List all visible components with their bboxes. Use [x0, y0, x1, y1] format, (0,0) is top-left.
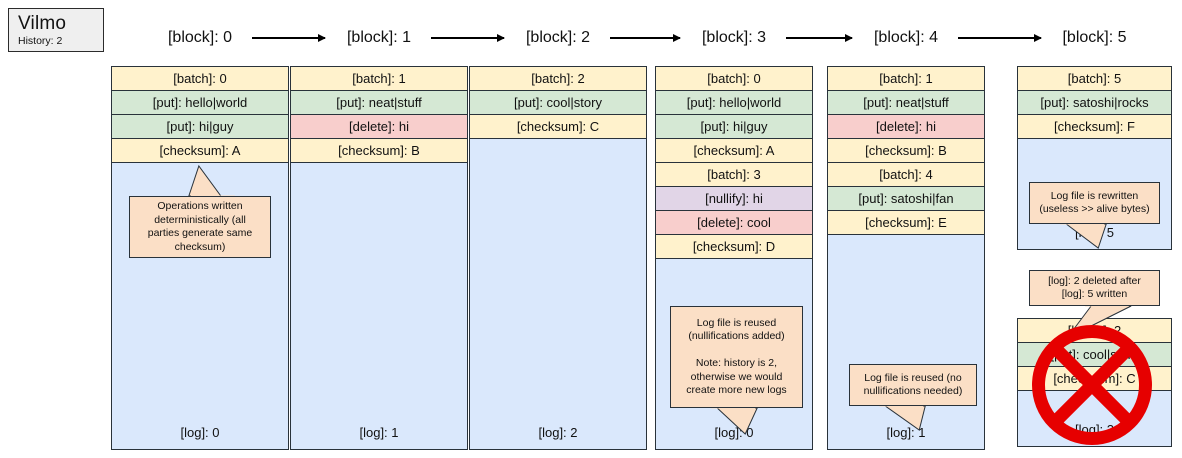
block-0-row-batch-0: [batch]: 0 — [112, 67, 288, 91]
block-3-row-checksum-3: [checksum]: A — [656, 139, 812, 163]
callout-block-5-text: Log file is rewritten (useless >> alive … — [1039, 189, 1150, 216]
block-4-row-checksum-6: [checksum]: E — [828, 211, 984, 235]
callout-deleted-block-text: [log]: 2 deleted after [log]: 5 written — [1048, 274, 1141, 301]
arrow-block-2-to-3 — [610, 33, 681, 42]
callout-block-4: Log file is reused (no nullifications ne… — [849, 364, 977, 406]
block-1-row-delete-2: [delete]: hi — [291, 115, 467, 139]
arrow-block-4-to-5 — [958, 33, 1041, 42]
block-5-row-batch-0: [batch]: 5 — [1018, 67, 1171, 91]
block-header-1: [block]: 1 — [346, 29, 412, 46]
block-header-2: [block]: 2 — [525, 29, 591, 46]
block-header-4: [block]: 4 — [873, 29, 939, 46]
block-4-row-delete-2: [delete]: hi — [828, 115, 984, 139]
block-3-row-batch-0: [batch]: 0 — [656, 67, 812, 91]
block-3-row-nullify-5: [nullify]: hi — [656, 187, 812, 211]
block-1-log-label: [log]: 1 — [359, 425, 399, 440]
block-1-row-checksum-3: [checksum]: B — [291, 139, 467, 163]
block-3-row-batch-4: [batch]: 3 — [656, 163, 812, 187]
block-1-row-batch-0: [batch]: 1 — [291, 67, 467, 91]
deleted-block-row-checksum-2: [checksum]: C — [1018, 367, 1171, 391]
callout-block-0-text: Operations written deterministically (al… — [147, 200, 253, 253]
block-3-row-put-2: [put]: hi|guy — [656, 115, 812, 139]
block-4-row-batch-4: [batch]: 4 — [828, 163, 984, 187]
block-header-5: [block]: 5 — [1062, 29, 1127, 46]
arrow-block-0-to-1 — [252, 33, 326, 42]
legend-box: Vilmo History: 2 — [8, 8, 104, 52]
block-5-row-put-1: [put]: satoshi|rocks — [1018, 91, 1171, 115]
deleted-block-log-label: [log]: 2 — [1074, 422, 1115, 437]
block-0-row-put-1: [put]: hello|world — [112, 91, 288, 115]
block-4-row-put-1: [put]: neat|stuff — [828, 91, 984, 115]
arrow-block-3-to-4 — [786, 33, 853, 42]
block-1: [batch]: 1[put]: neat|stuff[delete]: hi[… — [290, 66, 468, 450]
block-0-row-put-2: [put]: hi|guy — [112, 115, 288, 139]
block-2-row-put-1: [put]: cool|story — [470, 91, 646, 115]
block-3-row-put-1: [put]: hello|world — [656, 91, 812, 115]
block-1-row-put-1: [put]: neat|stuff — [291, 91, 467, 115]
block-5-row-checksum-2: [checksum]: F — [1018, 115, 1171, 139]
block-2-row-checksum-2: [checksum]: C — [470, 115, 646, 139]
callout-block-3: Log file is reused (nullifications added… — [670, 306, 803, 408]
block-4-row-checksum-3: [checksum]: B — [828, 139, 984, 163]
block-3-row-delete-6: [delete]: cool — [656, 211, 812, 235]
block-4-row-batch-0: [batch]: 1 — [828, 67, 984, 91]
block-0-row-checksum-3: [checksum]: A — [112, 139, 288, 163]
callout-block-0: Operations written deterministically (al… — [129, 196, 271, 258]
block-4-row-put-5: [put]: satoshi|fan — [828, 187, 984, 211]
block-2-row-batch-0: [batch]: 2 — [470, 67, 646, 91]
app-title: Vilmo — [18, 13, 67, 34]
block-0: [batch]: 0[put]: hello|world[put]: hi|gu… — [111, 66, 289, 450]
callout-block-4-text: Log file is reused (no nullifications ne… — [863, 371, 963, 398]
block-4-log-label: [log]: 1 — [886, 425, 926, 440]
block-header-3: [block]: 3 — [701, 29, 767, 46]
callout-block-3-text: Log file is reused (nullifications added… — [686, 316, 787, 397]
arrow-block-1-to-2 — [431, 33, 505, 42]
callout-block-5: Log file is rewritten (useless >> alive … — [1029, 182, 1160, 224]
block-3-row-checksum-7: [checksum]: D — [656, 235, 812, 259]
block-header-0: [block]: 0 — [167, 29, 233, 46]
history-label: History: 2 — [18, 35, 63, 47]
callout-deleted-block: [log]: 2 deleted after [log]: 5 written — [1029, 270, 1160, 306]
block-0-log-label: [log]: 0 — [180, 425, 220, 440]
block-2-log-label: [log]: 2 — [538, 425, 578, 440]
block-2: [batch]: 2[put]: cool|story[checksum]: C… — [469, 66, 647, 450]
